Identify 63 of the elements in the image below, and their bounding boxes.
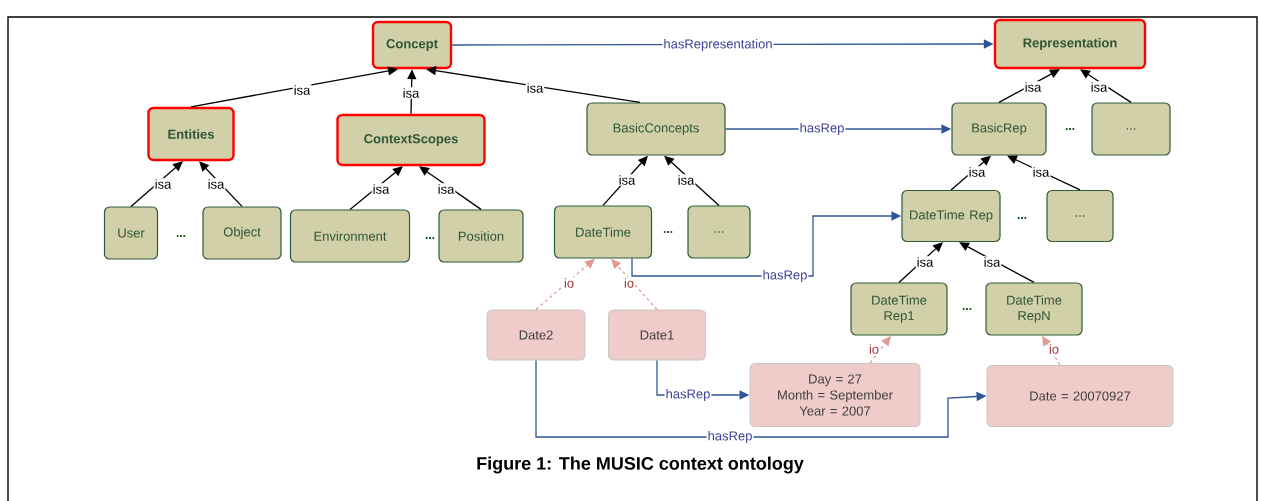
ellipsis: ... bbox=[1065, 128, 1075, 130]
instance-box: Date = 20070927 bbox=[986, 365, 1174, 427]
class-box: User bbox=[103, 206, 159, 260]
edge-label: isa bbox=[436, 183, 456, 195]
instance-box: Date1 bbox=[608, 309, 706, 361]
caption: Figure 1: The MUSIC context ontology bbox=[477, 456, 804, 474]
edge-label: isa bbox=[967, 166, 987, 178]
arrow bbox=[349, 166, 403, 211]
class-box: ... bbox=[1046, 189, 1114, 243]
edge-label: io bbox=[622, 277, 636, 289]
class-box: Entities bbox=[147, 106, 235, 162]
class-box: ... bbox=[1091, 102, 1171, 156]
arrow bbox=[1007, 155, 1081, 191]
edge-label: isa bbox=[915, 256, 935, 268]
edge-label: isa bbox=[525, 82, 545, 94]
class-box: ... bbox=[687, 205, 751, 259]
edge-label: isa bbox=[1023, 81, 1043, 93]
edge-label: hasRep bbox=[798, 121, 846, 137]
edge-label: io bbox=[1047, 343, 1061, 355]
edge-label: isa bbox=[153, 178, 173, 190]
class-box: DateTime Rep bbox=[901, 189, 1001, 243]
class-box: Position bbox=[438, 209, 524, 263]
ellipsis: ... bbox=[1017, 217, 1027, 219]
ellipsis: ... bbox=[962, 308, 972, 310]
class-box: ContextScopes bbox=[336, 113, 486, 167]
ellipsis: ... bbox=[176, 235, 186, 237]
class-box: Concept bbox=[371, 20, 453, 70]
instance-box: Day = 27 Month = September Year = 2007 bbox=[749, 363, 921, 427]
arrow bbox=[898, 242, 943, 284]
class-box: DateTime RepN bbox=[985, 282, 1083, 336]
class-box: Environment bbox=[289, 209, 411, 263]
class-box: DateTime bbox=[553, 205, 653, 259]
arrow bbox=[190, 66, 398, 108]
edge-label: isa bbox=[292, 84, 312, 96]
edge-label: hasRep bbox=[706, 429, 754, 445]
edge-label: isa bbox=[1089, 81, 1109, 93]
edge-label: isa bbox=[982, 256, 1002, 268]
arrow bbox=[998, 69, 1060, 104]
class-box: BasicConcepts bbox=[586, 102, 726, 156]
edge-label: isa bbox=[401, 87, 421, 99]
edge-label: isa bbox=[676, 174, 696, 186]
edge-label: hasRep bbox=[664, 387, 712, 403]
class-box: Object bbox=[202, 206, 282, 260]
edge-label: hasRepresentation bbox=[662, 37, 774, 53]
arrow bbox=[130, 161, 183, 208]
edge-label: isa bbox=[1031, 166, 1051, 178]
arrow bbox=[426, 66, 641, 104]
instance-box: Date2 bbox=[486, 309, 586, 361]
edge-label: isa bbox=[206, 178, 226, 190]
class-box: BasicRep bbox=[951, 102, 1047, 156]
arrow bbox=[959, 242, 1035, 284]
arrow bbox=[419, 166, 482, 211]
edge-label: isa bbox=[617, 174, 637, 186]
arrow bbox=[199, 161, 243, 208]
class-box: Representation bbox=[993, 18, 1147, 70]
edge-label: isa bbox=[371, 183, 391, 195]
edge-label: io bbox=[562, 277, 576, 289]
edge-label: io bbox=[867, 343, 881, 355]
edge-label: hasRep bbox=[761, 268, 809, 284]
ellipsis: ... bbox=[663, 231, 673, 233]
class-box: DateTime Rep1 bbox=[850, 282, 948, 336]
ellipsis: ... bbox=[425, 237, 435, 239]
arrow bbox=[1080, 69, 1132, 104]
